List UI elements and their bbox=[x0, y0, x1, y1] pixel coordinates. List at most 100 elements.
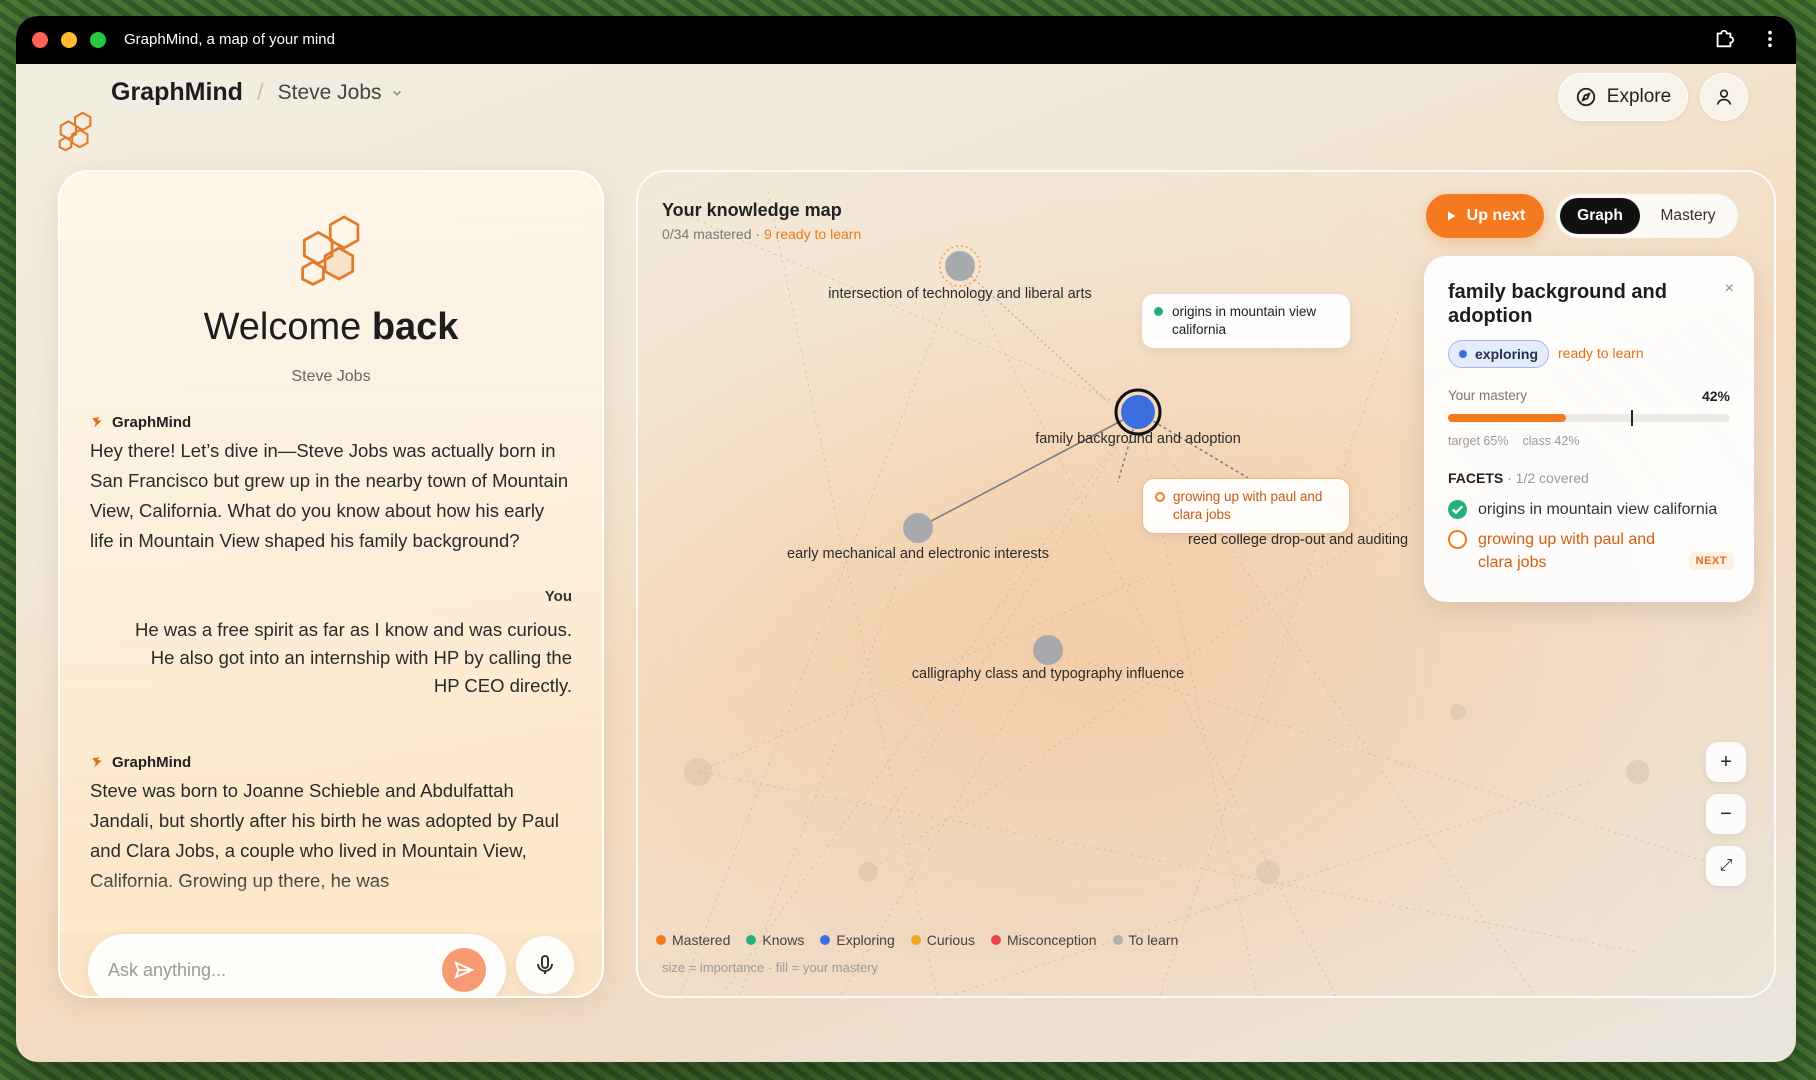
chat-fade bbox=[60, 872, 602, 932]
explore-button[interactable]: Explore bbox=[1558, 73, 1688, 121]
legend-item: To learn bbox=[1112, 932, 1179, 948]
legend-item: Exploring bbox=[820, 932, 895, 948]
message-sender-graphmind: GraphMind bbox=[90, 414, 191, 431]
legend-label: Mastered bbox=[672, 932, 731, 948]
node-label-tech-liberal-arts: intersection of technology and liberal a… bbox=[828, 286, 1092, 302]
welcome-bold: back bbox=[371, 306, 459, 348]
graph-node-family-background[interactable] bbox=[1121, 395, 1155, 429]
facet-tag-label: origins in mountain view california bbox=[1172, 304, 1317, 337]
chat-input[interactable] bbox=[108, 952, 428, 988]
microphone-icon bbox=[537, 955, 553, 974]
graphmind-hex-icon bbox=[301, 215, 360, 286]
pending-circle-icon bbox=[1448, 530, 1467, 549]
map-progress-separator: · bbox=[751, 226, 764, 242]
next-ring-icon bbox=[1155, 492, 1165, 502]
ready-count: 9 ready to learn bbox=[763, 226, 862, 242]
target-marker bbox=[1631, 410, 1634, 426]
concept-title: family background and adoption bbox=[1448, 281, 1667, 327]
profile-button[interactable] bbox=[1700, 73, 1748, 121]
graphmind-logo-icon bbox=[58, 111, 92, 152]
legend-label: To learn bbox=[1128, 932, 1179, 948]
ready-label: ready to learn bbox=[1558, 345, 1644, 361]
legend-item: Knows bbox=[746, 932, 804, 948]
map-legend: Mastered Knows Exploring Curious Misconcepti… bbox=[656, 932, 1178, 948]
facets-heading: FACETS · 1/2 covered bbox=[1448, 470, 1589, 486]
sender-name: GraphMind bbox=[112, 754, 192, 771]
node-label-calligraphy: calligraphy class and typography influen… bbox=[912, 666, 1184, 682]
extension-icon[interactable] bbox=[1712, 28, 1736, 52]
fit-view-button[interactable]: ⤢ bbox=[1706, 846, 1746, 886]
legend-note: size = importance · fill = your mastery bbox=[662, 960, 879, 975]
send-button[interactable] bbox=[442, 948, 486, 992]
next-badge: NEXT bbox=[1688, 552, 1734, 570]
node-label-reed-college: reed college drop-out and auditing bbox=[1188, 532, 1408, 548]
graphmind-bolt-icon bbox=[92, 756, 102, 768]
up-next-button[interactable]: Up next bbox=[1426, 194, 1544, 238]
zoom-out-button[interactable]: − bbox=[1706, 794, 1746, 834]
minimize-window-button[interactable] bbox=[61, 32, 77, 48]
legend-label: Knows bbox=[762, 932, 805, 948]
map-title: Your knowledge map bbox=[662, 200, 842, 220]
class-label: class 42% bbox=[1522, 434, 1580, 448]
user-icon bbox=[1716, 89, 1732, 105]
node-label-mechanical-interests: early mechanical and electronic interest… bbox=[787, 546, 1049, 562]
breadcrumb: GraphMind / Steve Jobs bbox=[111, 78, 404, 107]
zoom-in-button[interactable]: + bbox=[1706, 742, 1746, 782]
welcome-user-name: Steve Jobs bbox=[291, 368, 371, 385]
legend-dot bbox=[820, 935, 831, 945]
legend-dot bbox=[656, 935, 666, 945]
title-bar: GraphMind, a map of your mind bbox=[16, 16, 1796, 64]
node-label-family-background: family background and adoption bbox=[1035, 431, 1241, 447]
close-detail-button[interactable]: × bbox=[1724, 280, 1734, 297]
facet-tag-growing-up[interactable]: growing up with paul and clara jobs bbox=[1142, 478, 1350, 534]
more-vertical-icon[interactable] bbox=[1758, 28, 1782, 52]
node-halo bbox=[939, 245, 981, 287]
graph-node-tech-liberal-arts[interactable] bbox=[945, 251, 975, 281]
legend-dot bbox=[746, 935, 757, 945]
mastery-progress-bar bbox=[1448, 410, 1730, 426]
chat-panel: Welcome back Steve Jobs GraphMind Hey th… bbox=[58, 170, 604, 998]
microphone-button[interactable] bbox=[516, 936, 574, 994]
graph-node-mechanical-interests[interactable] bbox=[903, 513, 933, 543]
facet-text: growing up with paul and clara jobs bbox=[1478, 531, 1656, 571]
tab-graph[interactable]: Graph bbox=[1560, 198, 1640, 234]
target-label: target 65% bbox=[1448, 434, 1509, 448]
facet-tag-origins[interactable]: origins in mountain view california bbox=[1142, 294, 1350, 348]
maximize-window-button[interactable] bbox=[90, 32, 106, 48]
app-window: GraphMind, a map of your mind GraphMind … bbox=[16, 16, 1796, 1062]
check-circle-icon bbox=[1448, 500, 1467, 519]
chevron-down-icon bbox=[392, 90, 401, 96]
legend-label: Curious bbox=[926, 932, 976, 948]
brand-name: GraphMind bbox=[111, 78, 243, 106]
close-window-button[interactable] bbox=[32, 32, 48, 48]
concept-detail-card: family background and adoption × explori… bbox=[1424, 256, 1754, 602]
legend-dot bbox=[1112, 935, 1123, 945]
mastery-label: Your mastery bbox=[1448, 388, 1528, 403]
subject-name: Steve Jobs bbox=[277, 80, 382, 104]
message-sender-graphmind: GraphMind bbox=[90, 754, 191, 771]
sender-name: GraphMind bbox=[112, 414, 192, 431]
subject-selector[interactable]: Steve Jobs bbox=[278, 81, 404, 105]
tab-mastery[interactable]: Mastery bbox=[1660, 207, 1716, 224]
knows-dot bbox=[1154, 307, 1163, 316]
user-message: He was a free spirit as far as I know an… bbox=[135, 619, 572, 696]
legend-label: Exploring bbox=[836, 932, 895, 948]
facets-count: · 1/2 covered bbox=[1507, 470, 1589, 486]
graphmind-bolt-icon bbox=[92, 416, 102, 428]
welcome-prefix: Welcome bbox=[203, 306, 372, 348]
facet-tag-label: growing up with paul and clara jobs bbox=[1173, 489, 1323, 522]
graph-node-calligraphy[interactable] bbox=[1033, 635, 1063, 665]
mastery-meta: target 65% class 42% bbox=[1448, 434, 1579, 448]
legend-dot bbox=[991, 935, 1002, 945]
mastered-count: 0/34 mastered bbox=[662, 226, 752, 242]
legend-item: Mastered bbox=[656, 932, 730, 948]
knowledge-graph[interactable]: intersection of technology and liberal a… bbox=[638, 172, 1776, 998]
explore-label: Explore bbox=[1606, 86, 1672, 107]
knowledge-map-panel: intersection of technology and liberal a… bbox=[636, 170, 1776, 998]
send-icon bbox=[454, 960, 475, 980]
play-icon bbox=[1447, 211, 1456, 221]
view-toggle: Graph Mastery bbox=[1556, 194, 1738, 238]
legend-item: Misconception bbox=[991, 932, 1097, 948]
legend-item: Curious bbox=[910, 932, 976, 948]
map-progress: 0/34 mastered · 9 ready to learn bbox=[662, 226, 861, 242]
